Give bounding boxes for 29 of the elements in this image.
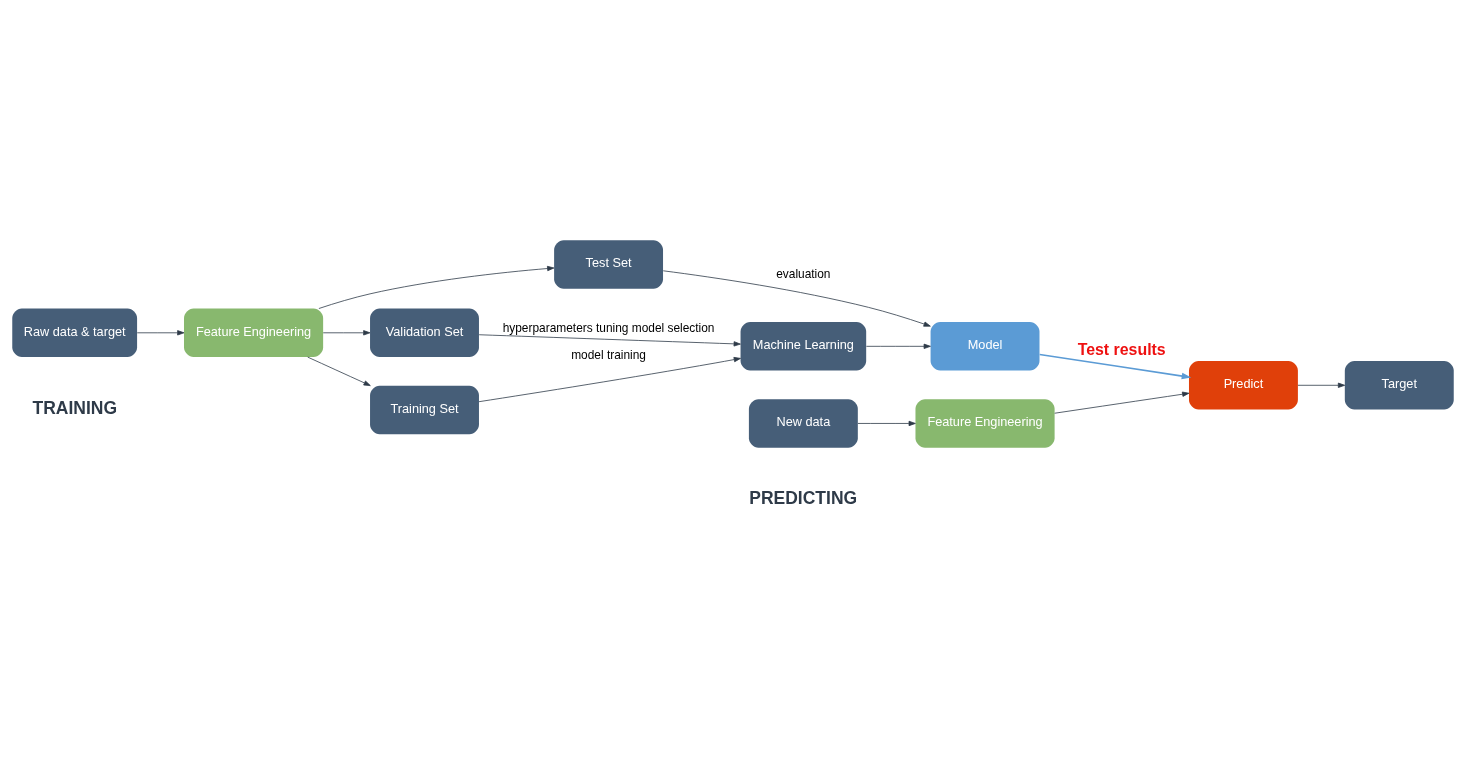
arrow bbox=[478, 356, 741, 402]
arrow bbox=[1054, 391, 1190, 414]
label: PREDICTING bbox=[749, 487, 858, 508]
edge-label: evaluation bbox=[776, 266, 831, 281]
node-box: Target bbox=[1344, 360, 1454, 410]
arrow bbox=[662, 269, 931, 327]
node-box: Training Set bbox=[370, 385, 479, 434]
node-box: Feature Engineering bbox=[184, 308, 324, 357]
node-box: Validation Set bbox=[370, 308, 479, 357]
node-box: Feature Engineering bbox=[915, 398, 1055, 448]
node-box: Test Set bbox=[554, 239, 664, 289]
arrow bbox=[478, 333, 741, 346]
edge-label: model training bbox=[571, 347, 646, 362]
arrow bbox=[318, 265, 555, 309]
arrow bbox=[1297, 382, 1346, 388]
arrow bbox=[866, 343, 931, 349]
label: TRAINING bbox=[32, 397, 118, 418]
node-box: Model bbox=[930, 321, 1040, 371]
edge-label: hyperparameters tuning model selection bbox=[502, 320, 715, 335]
arrow bbox=[307, 356, 371, 386]
arrow bbox=[1038, 353, 1192, 379]
arrow bbox=[136, 329, 185, 335]
node-box: Machine Learning bbox=[740, 321, 867, 371]
node-box: New data bbox=[748, 398, 858, 448]
edge-label: Test results bbox=[1077, 340, 1166, 358]
arrow bbox=[857, 420, 916, 426]
node-box: Predict bbox=[1189, 360, 1298, 410]
node-box: Raw data & target bbox=[12, 308, 138, 357]
arrow bbox=[322, 329, 371, 335]
